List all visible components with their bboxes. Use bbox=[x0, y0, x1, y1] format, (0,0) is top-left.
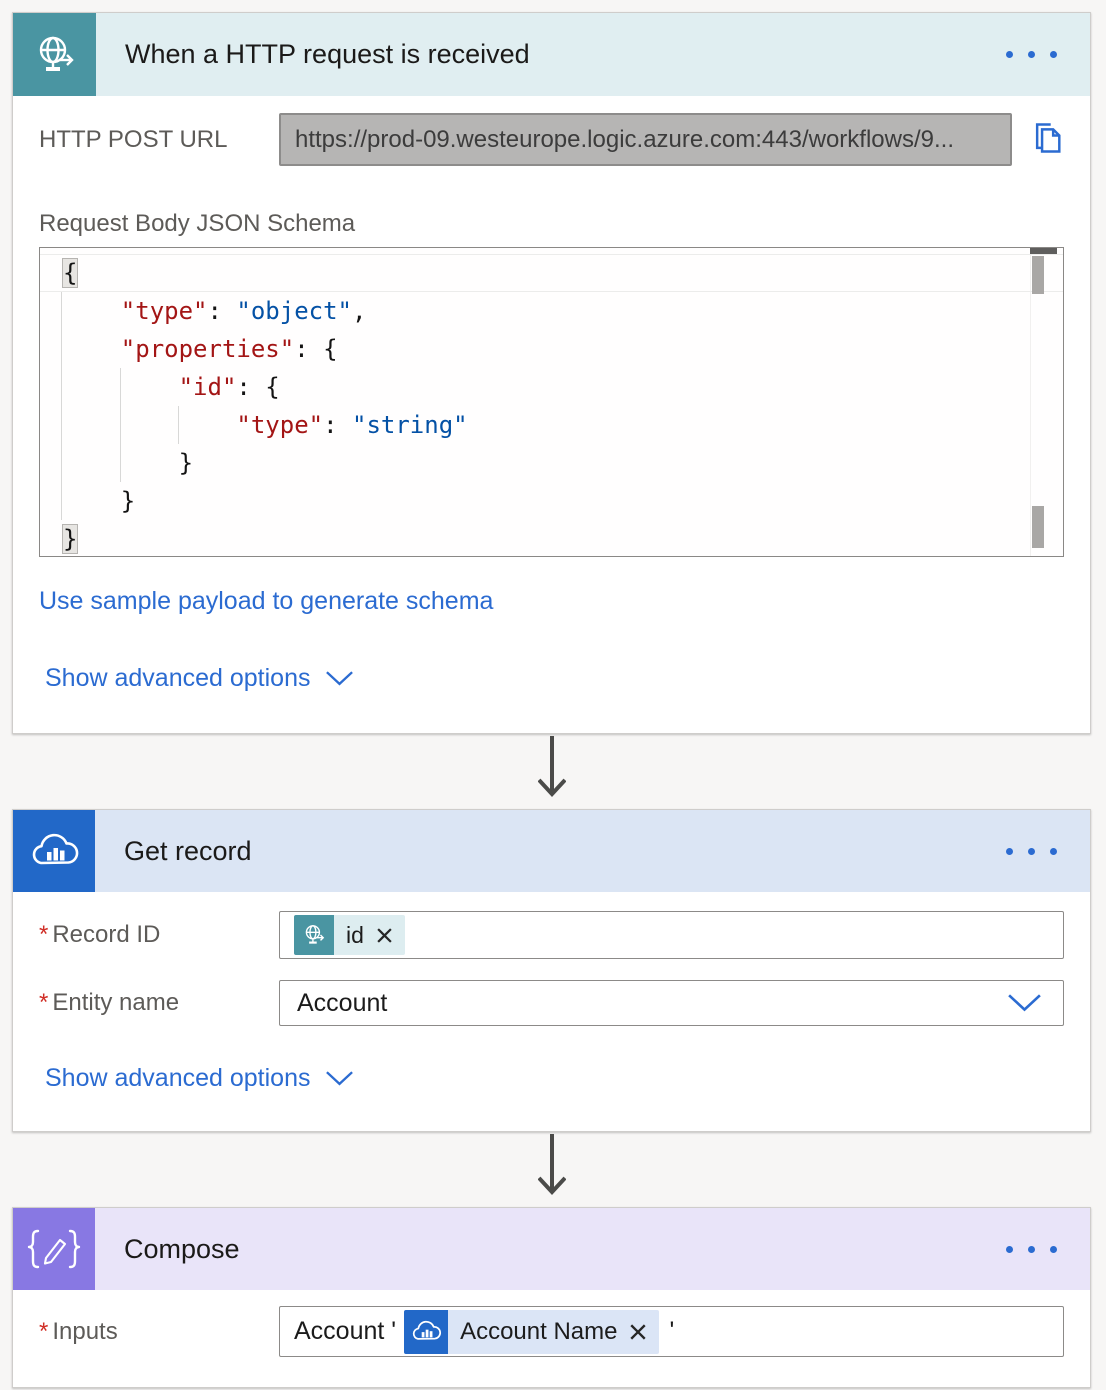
trigger-show-advanced-link[interactable]: Show advanced options bbox=[45, 664, 354, 693]
record-id-row: *Record ID bbox=[39, 911, 1064, 959]
token-text: Account Name bbox=[460, 1317, 618, 1345]
entity-name-label: *Entity name bbox=[39, 989, 180, 1016]
required-marker: * bbox=[39, 989, 49, 1016]
http-request-globe-icon bbox=[13, 13, 96, 96]
record-id-token-chip[interactable]: id bbox=[294, 915, 405, 955]
dynamics-cloud-chart-icon bbox=[13, 810, 95, 892]
required-marker: * bbox=[39, 1317, 49, 1345]
http-post-url-row: HTTP POST URL https://prod-09.westeurope… bbox=[39, 113, 1064, 166]
entity-name-dropdown[interactable]: Account bbox=[279, 980, 1064, 1026]
show-advanced-label: Show advanced options bbox=[45, 1064, 311, 1092]
get-record-card: Get record *Record ID bbox=[12, 809, 1091, 1132]
indent-guide bbox=[178, 406, 179, 444]
http-request-globe-icon bbox=[294, 915, 334, 955]
editor-overview-ruler-shadow bbox=[1030, 248, 1057, 254]
request-body-schema-label: Request Body JSON Schema bbox=[39, 210, 356, 237]
account-name-token-chip[interactable]: Account Name bbox=[404, 1309, 660, 1354]
get-record-show-advanced-link[interactable]: Show advanced options bbox=[45, 1064, 354, 1093]
use-sample-payload-link[interactable]: Use sample payload to generate schema bbox=[39, 587, 494, 615]
json-schema-editor[interactable]: { "type": "object", "properties": { "id"… bbox=[39, 247, 1064, 557]
entity-name-row: *Entity name Account bbox=[39, 980, 1064, 1026]
editor-scroll-zone bbox=[1030, 248, 1031, 556]
trigger-card-http-request: When a HTTP request is received HTTP POS… bbox=[12, 12, 1091, 734]
get-record-card-header[interactable]: Get record bbox=[13, 810, 1090, 892]
arrow-down-icon bbox=[537, 735, 566, 797]
chevron-down-icon bbox=[326, 671, 354, 686]
remove-token-icon bbox=[630, 1323, 647, 1340]
http-post-url-label: HTTP POST URL bbox=[39, 125, 228, 153]
arrow-down-icon bbox=[537, 1133, 566, 1195]
copy-icon bbox=[1035, 123, 1061, 153]
copy-url-button[interactable] bbox=[1030, 118, 1064, 162]
braces-pencil-icon bbox=[13, 1208, 95, 1290]
trigger-card-title: When a HTTP request is received bbox=[125, 39, 530, 69]
dynamics-cloud-chart-icon bbox=[404, 1309, 449, 1354]
inputs-text-after: ' bbox=[669, 1317, 675, 1345]
compose-card-header[interactable]: Compose bbox=[13, 1208, 1090, 1290]
entity-name-value: Account bbox=[297, 988, 388, 1017]
trigger-card-header[interactable]: When a HTTP request is received bbox=[13, 13, 1090, 96]
get-record-card-title: Get record bbox=[124, 835, 252, 866]
chevron-down-icon bbox=[1008, 994, 1041, 1012]
remove-token-button[interactable] bbox=[629, 1323, 647, 1341]
token-text: id bbox=[346, 921, 364, 948]
flow-connector-arrow[interactable] bbox=[12, 734, 1091, 809]
dropdown-chevron-button[interactable] bbox=[1008, 994, 1049, 1012]
remove-token-icon bbox=[377, 927, 392, 943]
editor-scrollbar-mark-top[interactable] bbox=[1032, 256, 1044, 294]
flow-connector-arrow[interactable] bbox=[12, 1132, 1091, 1207]
record-id-label: *Record ID bbox=[39, 921, 161, 948]
indent-guide bbox=[120, 368, 121, 482]
compose-inputs-input[interactable]: Account ' Account Name bbox=[279, 1306, 1064, 1357]
compose-card-title: Compose bbox=[124, 1233, 240, 1264]
inputs-label: *Inputs bbox=[39, 1317, 118, 1345]
required-marker: * bbox=[39, 921, 49, 948]
chevron-down-icon bbox=[326, 1071, 354, 1086]
editor-scrollbar-mark-bottom[interactable] bbox=[1032, 506, 1044, 548]
indent-guide bbox=[61, 292, 62, 520]
inputs-text-before: Account ' bbox=[294, 1317, 397, 1345]
code-lines: { "type": "object", "properties": { "id"… bbox=[40, 248, 1063, 556]
show-advanced-label: Show advanced options bbox=[45, 664, 311, 692]
http-post-url-value[interactable]: https://prod-09.westeurope.logic.azure.c… bbox=[279, 113, 1012, 166]
trigger-menu-button[interactable] bbox=[996, 13, 1090, 96]
get-record-menu-button[interactable] bbox=[996, 810, 1090, 892]
compose-inputs-row: *Inputs Account ' bbox=[39, 1306, 1064, 1357]
compose-menu-button[interactable] bbox=[996, 1208, 1090, 1290]
compose-card: Compose *Inputs Account ' bbox=[12, 1207, 1091, 1388]
record-id-input[interactable]: id bbox=[279, 911, 1064, 959]
remove-token-button[interactable] bbox=[376, 927, 393, 944]
